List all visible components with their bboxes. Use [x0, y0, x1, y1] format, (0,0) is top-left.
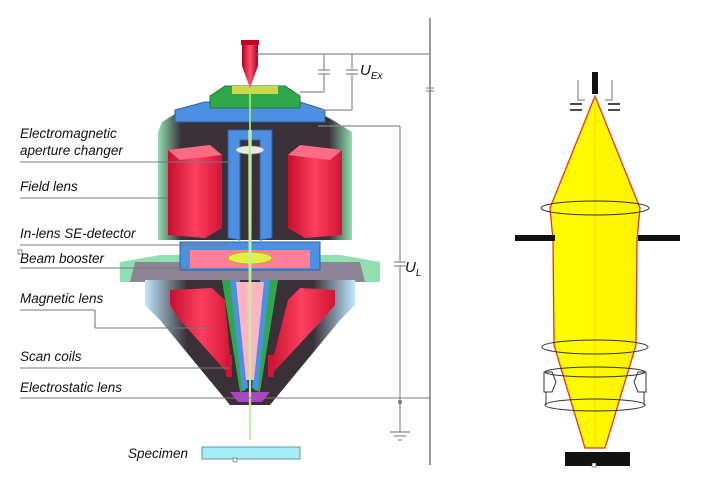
specimen-block [201, 446, 301, 460]
specimen-marker [232, 457, 238, 463]
gun-collar [232, 86, 278, 94]
ray-aperture-right [638, 235, 680, 241]
ray-aperture-left [515, 235, 555, 241]
ray-electrostatic-left [543, 371, 557, 393]
ray-electrostatic-right [633, 371, 647, 393]
field-lens-left-top [168, 145, 222, 160]
cathode-cap [241, 40, 259, 45]
label-aperture-line2: aperture changer [20, 143, 123, 158]
field-lens-right-red [288, 145, 342, 238]
cathode-tip [242, 42, 258, 88]
inner-cone-blue-left [230, 280, 248, 390]
label-scan-coils: Scan coils [20, 349, 82, 364]
ray-lens-2 [541, 339, 649, 355]
voltage-label-ul: UL [405, 259, 421, 279]
scan-coil-right [268, 355, 274, 377]
sem-column [120, 40, 380, 463]
inner-cone-blue-right [252, 280, 270, 390]
field-lens-left-red [168, 145, 222, 238]
scan-coil-left [226, 355, 232, 377]
aperture-changer-tube [227, 129, 273, 241]
label-field-lens: Field lens [20, 179, 78, 194]
ray-cathode [592, 72, 598, 94]
field-lens-right-top [288, 145, 342, 160]
label-aperture-line1: Electromagnetic [20, 126, 117, 141]
ray-specimen [565, 452, 630, 466]
component-labels: Electromagnetic aperture changer Field l… [20, 62, 421, 461]
voltage-label-uex: UEx [360, 62, 384, 82]
label-electrostatic-lens: Electrostatic lens [20, 380, 122, 395]
ray-lens-4 [544, 398, 646, 412]
wiring [257, 18, 434, 465]
magnetic-lens-left-red [170, 288, 232, 378]
ray-diagram [515, 72, 680, 468]
label-beam-booster: Beam booster [20, 251, 105, 266]
leader-lines [17, 161, 430, 399]
label-inlens-detector: In-lens SE-detector [20, 226, 136, 241]
label-magnetic-lens: Magnetic lens [20, 291, 104, 306]
electron-beam-glow [248, 130, 252, 440]
magnetic-lens-right-red [268, 288, 335, 378]
ray-lens-3 [544, 366, 646, 378]
label-specimen: Specimen [128, 446, 188, 461]
ray-lens-1 [540, 200, 650, 216]
